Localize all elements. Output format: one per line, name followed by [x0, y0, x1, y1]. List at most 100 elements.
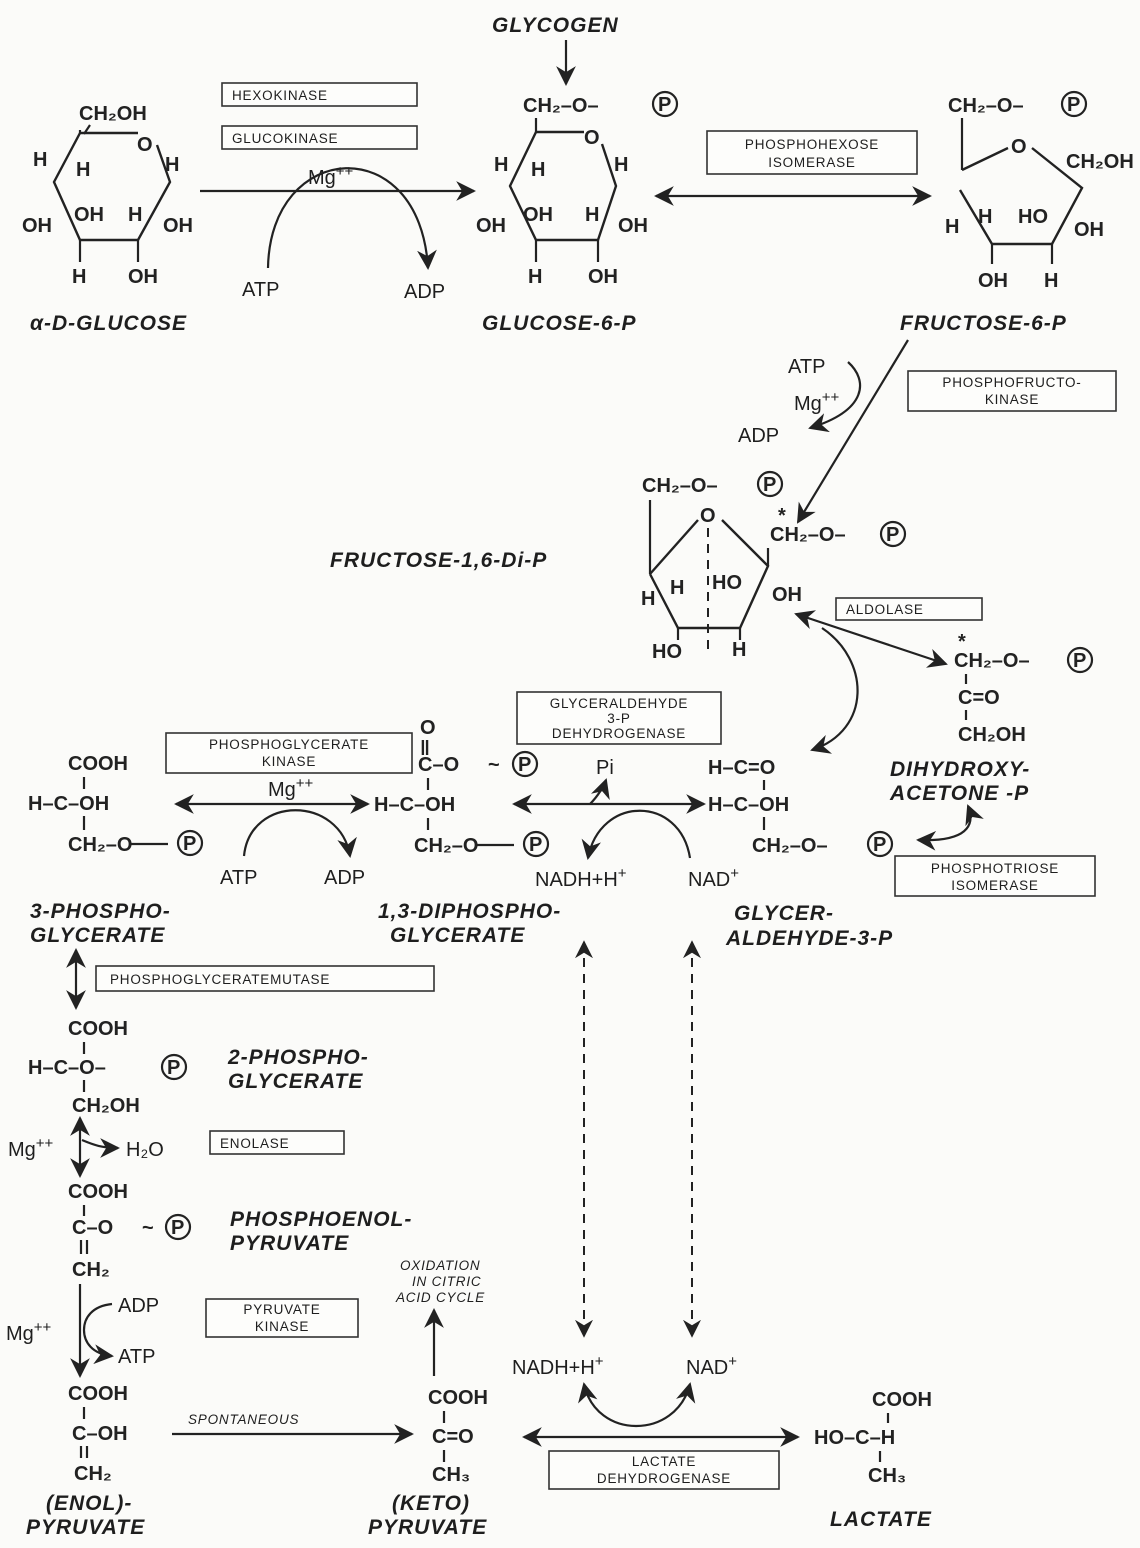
atp-adp-curve	[266, 167, 437, 270]
svg-text:OH: OH	[588, 266, 618, 288]
3pg-structure: COOH H–C–OH CH₂–O P	[28, 753, 204, 857]
g3p-label-1: GLYCER-	[734, 902, 834, 925]
svg-text:LACTATE: LACTATE	[632, 1454, 696, 1469]
svg-text:GLUCOKINASE: GLUCOKINASE	[232, 131, 338, 146]
svg-text:P: P	[183, 833, 196, 855]
fructose-6-p-structure: CH₂–O– P O CH₂OH H H HO OH OH H	[945, 90, 1134, 292]
enzyme-phosphohexose-isomerase: PHOSPHOHEXOSE ISOMERASE	[706, 130, 918, 175]
svg-text:COOH: COOH	[872, 1389, 932, 1411]
svg-text:H–C–OH: H–C–OH	[374, 794, 455, 816]
svg-text:H: H	[33, 149, 47, 171]
svg-text:HO: HO	[712, 572, 742, 594]
svg-text:H: H	[641, 588, 655, 610]
svg-text:COOH: COOH	[68, 1181, 128, 1203]
svg-text:KINASE: KINASE	[255, 1319, 309, 1334]
enzyme-hexokinase: HEXOKINASE	[221, 82, 418, 107]
svg-text:O: O	[700, 505, 716, 527]
svg-text:P: P	[1067, 94, 1080, 116]
svg-text:H: H	[585, 204, 599, 226]
svg-text:KINASE: KINASE	[985, 392, 1039, 407]
fructose-1-6-dip-label: FRUCTOSE-1,6-Di-P	[330, 549, 547, 572]
svg-text:H–C–OH: H–C–OH	[28, 793, 109, 815]
svg-text:CH₂OH: CH₂OH	[72, 1095, 140, 1117]
svg-text:P: P	[658, 94, 671, 116]
svg-text:KINASE: KINASE	[262, 754, 316, 769]
svg-text:H: H	[494, 154, 508, 176]
svg-text:C=O: C=O	[432, 1426, 474, 1448]
svg-text:ALDOLASE: ALDOLASE	[846, 602, 924, 617]
enzyme-pyruvate-kinase: PYRUVATE KINASE	[205, 1298, 359, 1338]
svg-text:COOH: COOH	[68, 1018, 128, 1040]
svg-text:P: P	[529, 834, 542, 856]
atp-label: ATP	[242, 279, 279, 301]
svg-text:HO: HO	[652, 641, 682, 663]
svg-text:H: H	[531, 159, 545, 181]
svg-text:P: P	[763, 474, 776, 496]
dhap-structure: * CH₂–O– P C=O CH₂OH	[954, 631, 1094, 746]
lactate-structure: COOH HO–C–H CH₃	[814, 1389, 932, 1487]
svg-text:OH: OH	[523, 204, 553, 226]
svg-text:P: P	[171, 1217, 184, 1239]
svg-text:H: H	[528, 266, 542, 288]
svg-text:PHOSPHOTRIOSE: PHOSPHOTRIOSE	[931, 861, 1059, 876]
svg-text:O: O	[137, 134, 153, 156]
g3p-label-2: ALDEHYDE-3-P	[725, 927, 893, 950]
svg-text:O: O	[584, 127, 600, 149]
svg-text:OH: OH	[772, 584, 802, 606]
lactate-label: LACTATE	[830, 1508, 932, 1531]
keto-pyruvate-structure: COOH C=O CH₃	[428, 1387, 488, 1486]
svg-text:C–O: C–O	[418, 754, 459, 776]
fructose-1-6-dip-structure: CH₂–O– P O * CH₂–O– P H H HO OH HO H	[641, 470, 907, 663]
svg-text:CH₃: CH₃	[868, 1465, 906, 1487]
svg-text:H–C–OH: H–C–OH	[708, 794, 789, 816]
svg-text:ISOMERASE: ISOMERASE	[951, 878, 1038, 893]
pk-atp-label: ATP	[118, 1346, 155, 1368]
pfk-atp-curve	[808, 361, 862, 433]
svg-text:H–C–O–: H–C–O–	[28, 1057, 106, 1079]
svg-text:OH: OH	[476, 215, 506, 237]
svg-text:PYRUVATE: PYRUVATE	[243, 1302, 320, 1317]
bpg-label-2: GLYCERATE	[390, 924, 525, 947]
svg-text:PHOSPHOGLYCERATE: PHOSPHOGLYCERATE	[209, 737, 369, 752]
svg-text:H: H	[670, 577, 684, 599]
svg-text:P: P	[886, 524, 899, 546]
glucose-6-p-label: GLUCOSE-6-P	[482, 312, 637, 335]
enzyme-phosphofructokinase: PHOSPHOFRUCTO- KINASE	[907, 370, 1117, 412]
g3p-structure: H–C=O H–C–OH CH₂–O– P	[708, 757, 894, 858]
svg-text:OH: OH	[163, 215, 193, 237]
pfk-adp-label: ADP	[738, 425, 779, 447]
oxidation-label-3: ACID CYCLE	[395, 1290, 485, 1305]
enzyme-phosphoglycerate-kinase: PHOSPHOGLYCERATE KINASE	[165, 732, 413, 774]
3pg-label-2: GLYCERATE	[30, 924, 165, 947]
2pg-label-1: 2-PHOSPHO-	[227, 1046, 369, 1069]
svg-text:H: H	[945, 216, 959, 238]
svg-text:COOH: COOH	[68, 753, 128, 775]
water-arrow	[81, 1138, 120, 1158]
enolase-mg-label: Mg++	[8, 1135, 54, 1161]
svg-text:OH: OH	[74, 204, 104, 226]
pgk-adp-atp-curve	[242, 809, 357, 858]
glycogen-label: GLYCOGEN	[492, 14, 619, 37]
fructose-6-p-label: FRUCTOSE-6-P	[900, 312, 1067, 335]
2pg-structure: COOH H–C–O– P CH₂OH	[28, 1018, 188, 1117]
svg-text:GLYCERALDEHYDE: GLYCERALDEHYDE	[550, 696, 689, 711]
svg-text:CH₂–O–: CH₂–O–	[954, 650, 1030, 672]
svg-text:HO: HO	[1018, 206, 1048, 228]
enzyme-phosphotriose-isomerase: PHOSPHOTRIOSE ISOMERASE	[894, 855, 1096, 897]
water-label: H₂O	[126, 1139, 164, 1161]
ldh-nadh-label: NADH+H+	[512, 1353, 604, 1379]
pgk-adp-label: ADP	[324, 867, 365, 889]
svg-text:OH: OH	[128, 266, 158, 288]
svg-text:OH: OH	[978, 270, 1008, 292]
svg-text:ENOLASE: ENOLASE	[220, 1136, 289, 1151]
enzyme-glyceraldehyde-3p-dehydrogenase: GLYCERALDEHYDE 3-P DEHYDROGENASE	[516, 691, 722, 745]
svg-text:OH: OH	[618, 215, 648, 237]
pep-label-2: PYRUVATE	[230, 1232, 349, 1255]
svg-text:HEXOKINASE: HEXOKINASE	[232, 88, 328, 103]
pgk-atp-label: ATP	[220, 867, 257, 889]
svg-text:COOH: COOH	[428, 1387, 488, 1409]
svg-text:CH₂–O: CH₂–O	[68, 834, 132, 856]
pfk-arrow	[796, 339, 909, 524]
svg-text:C=O: C=O	[958, 687, 1000, 709]
